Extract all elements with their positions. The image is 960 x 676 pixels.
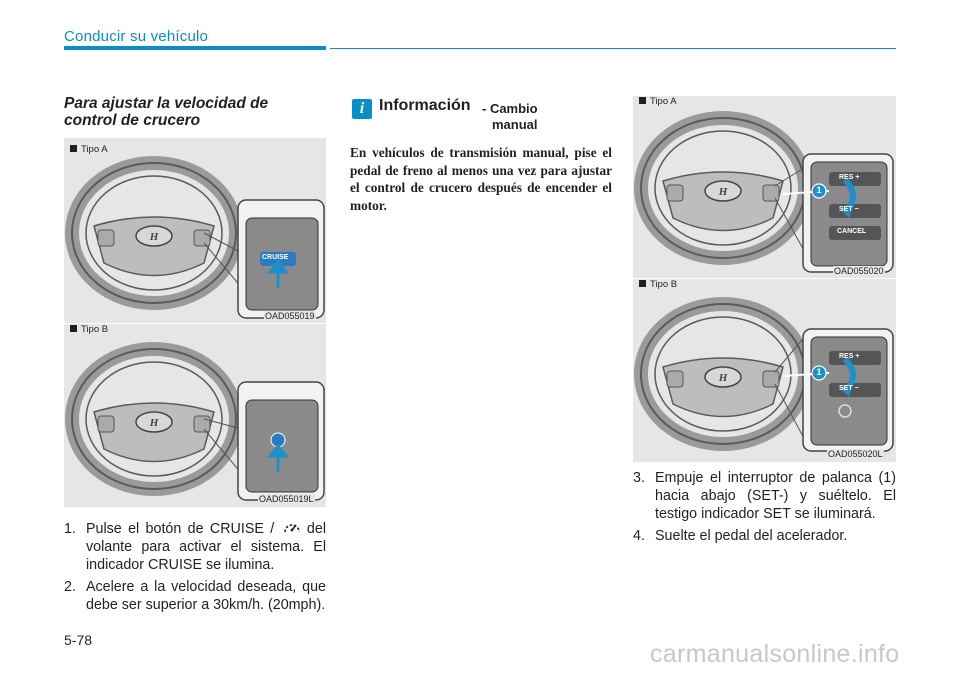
figure-code: OAD055020 (833, 266, 885, 276)
step-text: del volante para activar el sistema. El … (86, 521, 326, 573)
figure-left-type-a: H Tipo A CRUISE OAD055019 (64, 138, 326, 323)
svg-text:H: H (718, 186, 728, 198)
steering-wheel-illustration: H (634, 297, 894, 452)
info-subtitle-line2: manual (492, 117, 538, 132)
step-number: 2. (64, 579, 76, 595)
step-item: 2. Acelere a la velocidad deseada, que de… (64, 578, 326, 614)
info-subtitle: - Cambio (482, 101, 538, 116)
figure-right-type-a: H Tipo A RES + SET − CANCEL 1 OAD055020 (633, 96, 896, 278)
step-item: 4. Suelte el pedal del acelerador. (633, 527, 896, 545)
steering-wheel-illustration: H (634, 111, 894, 273)
figure-type-label: Tipo A (639, 96, 677, 107)
section-title: Para ajustar la velocidad de control de … (64, 95, 269, 129)
info-title: Información (379, 97, 471, 114)
res-button-label: RES + (839, 174, 860, 181)
figure-type-label: Tipo A (70, 144, 108, 155)
step-text: Empuje el interruptor de palanca (1) hac… (655, 470, 896, 522)
steps-right: 3. Empuje el interruptor de palanca (1) h… (633, 469, 896, 549)
page-number: 5-78 (64, 632, 93, 648)
callout-number: 1 (816, 367, 822, 377)
step-text: Pulse el botón de CRUISE / (86, 521, 281, 537)
figure-type-label: Tipo B (70, 324, 108, 335)
res-button-label: RES + (839, 353, 860, 360)
callout-number: 1 (816, 185, 822, 195)
step-text: Suelte el pedal del acelerador. (655, 528, 848, 544)
step-item: 3. Empuje el interruptor de palanca (1) h… (633, 469, 896, 523)
figure-code: OAD055019L (258, 494, 315, 504)
header-section-title: Conducir su vehículo (64, 28, 209, 45)
steering-wheel-illustration: H (65, 156, 325, 319)
figure-right-type-b: H Tipo B RES + SET − 1 OAD055020L (633, 279, 896, 462)
svg-text:H: H (149, 417, 159, 429)
svg-text:H: H (149, 231, 159, 243)
cancel-button-label: CANCEL (837, 228, 867, 235)
figure-code: OAD055020L (827, 449, 884, 459)
watermark: carmanualsonline.info (650, 640, 900, 668)
step-number: 3. (633, 470, 645, 486)
figure-left-type-b: H Tipo B OAD055019L (64, 324, 326, 507)
info-body: En vehículos de transmisión manual, pise… (350, 145, 612, 213)
set-button-label: SET − (839, 206, 859, 213)
set-button-label: SET − (839, 385, 859, 392)
header-rule-thick (64, 46, 326, 50)
step-number: 1. (64, 521, 76, 537)
steering-wheel-illustration: H (65, 342, 325, 501)
cruise-button-label: CRUISE (262, 254, 289, 261)
svg-text:H: H (718, 372, 728, 384)
header-rule-thin (330, 48, 896, 49)
step-item: 1. Pulse el botón de CRUISE / del volante… (64, 520, 326, 574)
steps-left: 1. Pulse el botón de CRUISE / del volante… (64, 520, 326, 618)
figure-code: OAD055019 (264, 311, 316, 321)
step-number: 4. (633, 528, 645, 544)
step-text: Acelere a la velocidad deseada, que debe… (86, 579, 326, 613)
cruise-control-icon (283, 524, 300, 533)
figure-type-label: Tipo B (639, 279, 677, 290)
info-icon: i (352, 99, 372, 119)
